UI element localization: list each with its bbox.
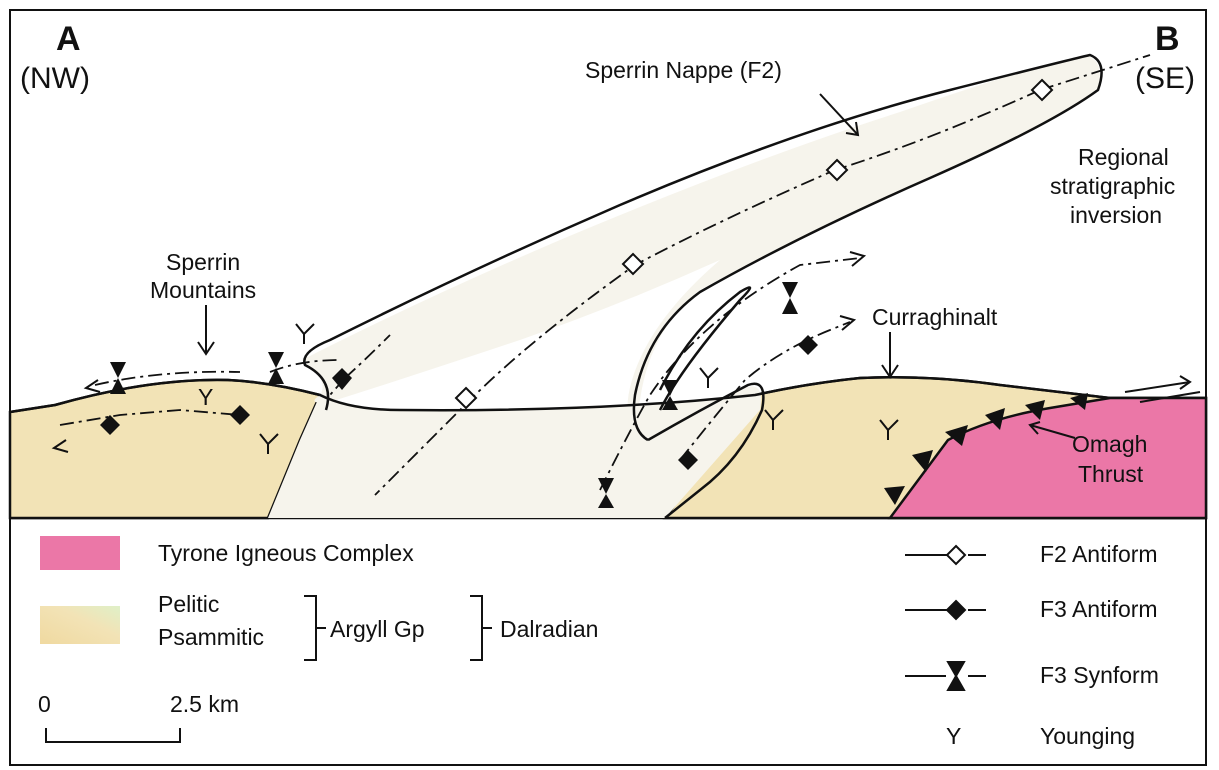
legend: Tyrone Igneous Complex Pelitic Psammitic… bbox=[38, 536, 1159, 749]
inversion-label-line1: Regional bbox=[1078, 144, 1169, 170]
scale-bar-start-label: 0 bbox=[38, 691, 51, 717]
younging-label-section: Y bbox=[198, 384, 213, 410]
curraghinalt-label: Curraghinalt bbox=[872, 304, 998, 330]
cross-section: A (NW) B (SE) Sperrin Nappe (F2) Regiona… bbox=[10, 20, 1206, 518]
legend-symbol-younging: Y bbox=[946, 723, 961, 749]
sperrin-nappe-label: Sperrin Nappe (F2) bbox=[585, 57, 782, 83]
end-a-direction: (NW) bbox=[20, 62, 90, 95]
legend-bracket-dalradian bbox=[470, 596, 492, 660]
legend-swatch-dalradian bbox=[40, 606, 120, 644]
legend-label-argyll: Argyll Gp bbox=[330, 616, 425, 642]
legend-label-pelitic: Pelitic bbox=[158, 591, 219, 617]
legend-bracket-argyll bbox=[304, 596, 326, 660]
legend-label-f3-antiform: F3 Antiform bbox=[1040, 596, 1158, 622]
end-b-direction: (SE) bbox=[1135, 62, 1195, 95]
inversion-label-line2: stratigraphic bbox=[1050, 173, 1175, 199]
legend-label-younging: Younging bbox=[1040, 723, 1135, 749]
legend-label-f2-antiform: F2 Antiform bbox=[1040, 541, 1158, 567]
legend-symbol-f2-antiform bbox=[905, 546, 986, 564]
omagh-thrust-label-line1: Omagh bbox=[1072, 431, 1147, 457]
end-b-letter: B bbox=[1155, 20, 1180, 58]
inversion-label-line3: inversion bbox=[1070, 202, 1162, 228]
scale-bar bbox=[46, 728, 180, 742]
legend-label-f3-synform: F3 Synform bbox=[1040, 662, 1159, 688]
scale-bar-end-label: 2.5 km bbox=[170, 691, 239, 717]
legend-swatch-tyrone bbox=[40, 536, 120, 570]
sperrin-mountains-label-line2: Mountains bbox=[150, 277, 256, 303]
legend-label-psammitic: Psammitic bbox=[158, 624, 264, 650]
sperrin-mountains-label-line1: Sperrin bbox=[166, 249, 240, 275]
legend-symbol-f3-antiform bbox=[905, 601, 986, 619]
omagh-thrust-label-line2: Thrust bbox=[1078, 461, 1144, 487]
legend-label-tyrone: Tyrone Igneous Complex bbox=[158, 540, 414, 566]
legend-symbol-f3-synform bbox=[905, 662, 986, 690]
end-a-letter: A bbox=[56, 20, 81, 58]
legend-label-dalradian: Dalradian bbox=[500, 616, 598, 642]
